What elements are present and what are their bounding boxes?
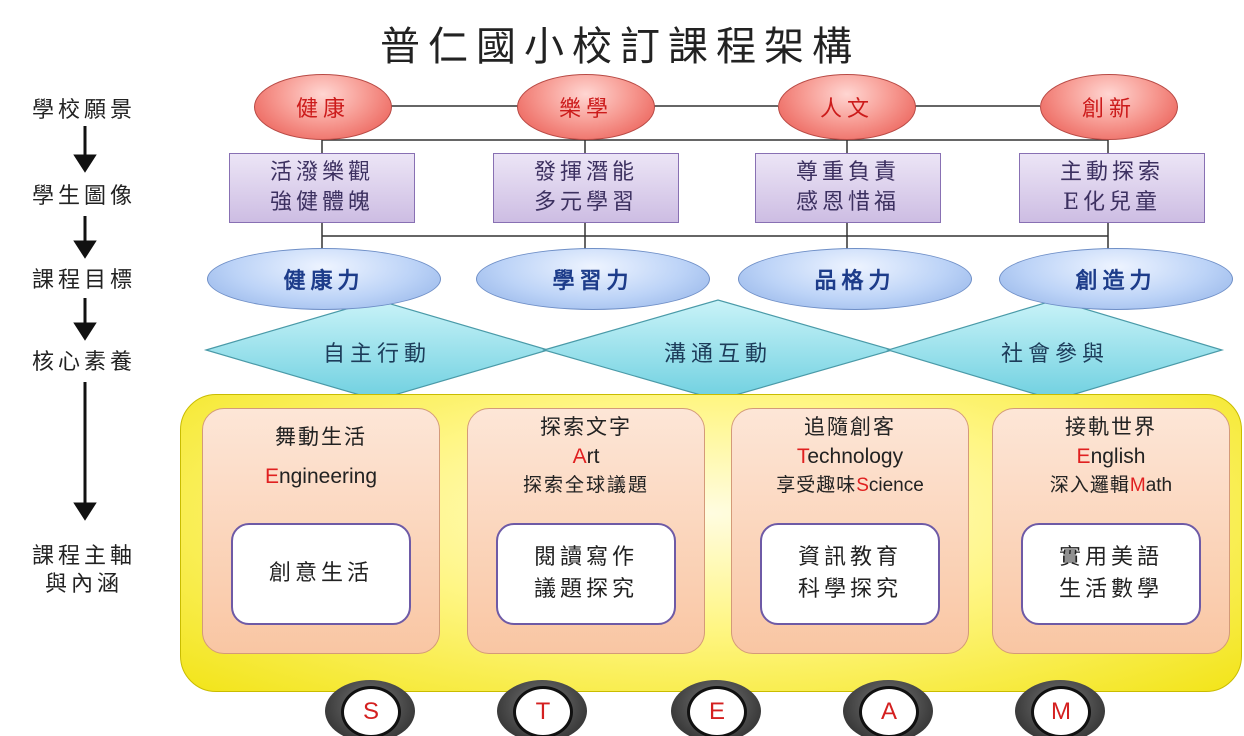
course-card: 探索文字 Art 探索全球議題 閱讀寫作 議題探究 (467, 408, 705, 654)
card-subject: Art (468, 442, 704, 471)
card-content-line: 創意生活 (268, 561, 373, 586)
wheel-letter: S (362, 698, 379, 725)
student-image-line: 感恩惜福 (795, 190, 900, 215)
steam-initial: S (856, 475, 869, 496)
down-arrow-icon (73, 216, 97, 259)
student-image-line: 活潑樂觀 (269, 160, 374, 185)
student-image-line: 多元學習 (533, 190, 638, 215)
subtitle-prefix: 深入邏輯 (1049, 474, 1130, 496)
student-image-line: 發揮潛能 (533, 160, 638, 185)
down-arrow-icon (73, 298, 97, 341)
card-content-box: 創意生活 (231, 523, 411, 625)
course-card: 接軌世界 English 深入邏輯Math 實用美語 生活數學 (992, 408, 1230, 654)
core-label: 自主行動 (322, 342, 431, 367)
row-label-axis-line2: 與內涵 (44, 572, 123, 597)
card-subject: English (993, 442, 1229, 471)
card-content-line: 實用美語 (1058, 545, 1163, 570)
student-image-box: 活潑樂觀 強健體魄 (229, 153, 415, 223)
card-subject: Technology (732, 442, 968, 471)
wheel-icon: M (1015, 680, 1105, 736)
vision-oval: 創新 (1040, 74, 1178, 140)
diagram-title: 普仁國小校訂課程架構 (380, 24, 860, 70)
card-title: 探索文字 (540, 415, 632, 439)
student-image-line: 尊重負責 (795, 160, 900, 185)
steam-initial: T (796, 445, 808, 468)
course-card: 追隨創客 Technology 享受趣味Science 資訊教育 科學探究 (731, 408, 969, 654)
course-card: 舞動生活 Engineering 創意生活 (202, 408, 440, 654)
card-content-line: 生活數學 (1058, 577, 1163, 602)
steam-initial: M (1129, 475, 1146, 496)
wheel-letter: M (1051, 698, 1071, 725)
row-label-vision: 學校願景 (31, 98, 136, 123)
row-label-goals: 課程目標 (31, 268, 136, 293)
subtitle-rest: ath (1145, 475, 1173, 496)
steam-initial: A (572, 445, 587, 468)
student-image-box: 發揮潛能 多元學習 (493, 153, 679, 223)
steam-initial: E (264, 465, 279, 488)
subtitle-prefix: 享受趣味 (776, 474, 857, 496)
down-arrow-icon (73, 382, 97, 521)
wheel-icon: T (497, 680, 587, 736)
subject-rest: rt (586, 445, 600, 468)
core-label: 溝通互動 (663, 342, 772, 367)
wheel-icon: S (325, 680, 415, 736)
wheel-letter: A (880, 698, 897, 725)
goal-oval: 品格力 (738, 248, 972, 310)
card-content-box: 閱讀寫作 議題探究 (496, 523, 676, 625)
card-content-line: 科學探究 (797, 577, 902, 602)
core-label: 社會參與 (1000, 342, 1109, 367)
card-subtitle: 深入邏輯Math (993, 471, 1229, 500)
subject-rest: echnology (807, 445, 904, 468)
steam-initial: E (1076, 445, 1091, 468)
student-image-box: 主動探索 E化兒童 (1019, 153, 1205, 223)
wheel-letter: T (535, 698, 551, 725)
row-label-student-image: 學生圖像 (31, 184, 136, 209)
core-diamond (885, 299, 1225, 401)
card-content-box: 資訊教育 科學探究 (760, 523, 940, 625)
student-image-line: 強健體魄 (269, 190, 374, 215)
student-image-box: 尊重負責 感恩惜福 (755, 153, 941, 223)
wheel-icon: A (843, 680, 933, 736)
card-subtitle: 探索全球議題 (522, 474, 649, 496)
goal-oval: 學習力 (476, 248, 710, 310)
student-image-line: 主動探索 (1059, 160, 1164, 185)
subject-rest: ngineering (278, 465, 378, 488)
card-subtitle: 享受趣味Science (732, 471, 968, 500)
subtitle-rest: cience (868, 475, 924, 496)
card-content-box: 實用美語 生活數學 (1021, 523, 1201, 625)
student-image-line: E化兒童 (1062, 190, 1162, 215)
card-content-line: 資訊教育 (797, 545, 902, 570)
card-content-line: 議題探究 (533, 577, 638, 602)
vision-oval: 樂學 (517, 74, 655, 140)
goal-oval: 健康力 (207, 248, 441, 310)
vision-oval: 人文 (778, 74, 916, 140)
card-content-line: 閱讀寫作 (533, 545, 638, 570)
card-title: 接軌世界 (1065, 415, 1157, 439)
subject-rest: nglish (1090, 445, 1146, 468)
goal-oval: 創造力 (999, 248, 1233, 310)
vision-oval: 健康 (254, 74, 392, 140)
down-arrow-icon (73, 126, 97, 173)
card-title: 追隨創客 (804, 415, 896, 439)
card-title: 舞動生活 (275, 425, 367, 449)
row-label-core: 核心素養 (31, 350, 136, 375)
wheel-icon: E (671, 680, 761, 736)
wheel-letter: E (708, 698, 725, 725)
row-label-axis-line1: 課程主軸 (31, 544, 136, 569)
card-subject: Engineering (203, 462, 439, 491)
